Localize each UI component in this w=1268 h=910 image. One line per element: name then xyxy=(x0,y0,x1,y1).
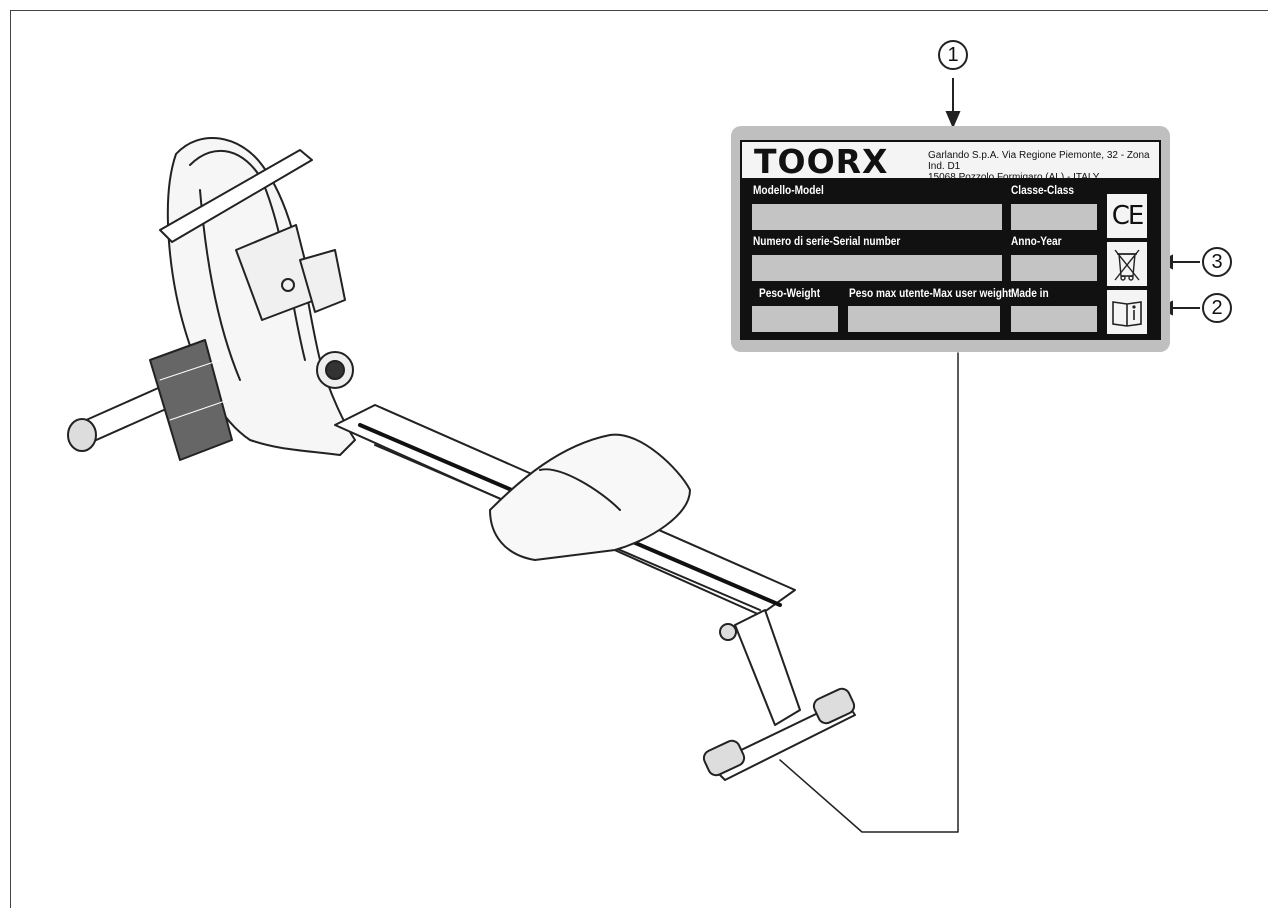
address-line-1: Garlando S.p.A. Via Regione Piemonte, 32… xyxy=(928,150,1150,172)
weight-field xyxy=(752,306,838,332)
callout-2: 2 xyxy=(1202,293,1232,323)
foot-plate xyxy=(149,339,233,461)
weee-bin-icon xyxy=(1107,242,1147,286)
model-label: Modello-Model xyxy=(753,185,824,197)
made-in-label: Made in xyxy=(1011,288,1049,300)
callout-1: 1 xyxy=(938,40,968,70)
address-line-2: 15068 Pozzolo Formigaro (AL) - ITALY xyxy=(928,172,1100,183)
callout-3: 3 xyxy=(1202,247,1232,277)
brand-logo: TOORX xyxy=(754,142,889,181)
plate-header: TOORX Garlando S.p.A. Via Regione Piemon… xyxy=(740,140,1161,183)
rear-leg xyxy=(734,609,801,726)
year-field xyxy=(1011,255,1097,281)
diagram-frame xyxy=(10,10,1268,908)
seat xyxy=(489,433,691,561)
model-field xyxy=(752,204,1002,230)
serial-label: Numero di serie-Serial number xyxy=(753,236,901,248)
max-user-weight-label: Peso max utente-Max user weight xyxy=(849,288,1012,300)
year-label: Anno-Year xyxy=(1011,236,1062,248)
class-label: Classe-Class xyxy=(1011,185,1075,197)
max-user-weight-field xyxy=(848,306,1000,332)
plate-location-line xyxy=(779,352,959,833)
class-field xyxy=(1011,204,1097,230)
manual-info-icon xyxy=(1107,290,1147,334)
ce-mark-icon: CE xyxy=(1107,194,1147,238)
manufacturer-address: Garlando S.p.A. Via Regione Piemonte, 32… xyxy=(928,150,1159,183)
identification-plate: TOORX Garlando S.p.A. Via Regione Piemon… xyxy=(731,126,1170,352)
weight-label: Peso-Weight xyxy=(759,288,821,300)
made-in-field xyxy=(1011,306,1097,332)
serial-field xyxy=(752,255,1002,281)
handle-bar xyxy=(159,149,313,243)
